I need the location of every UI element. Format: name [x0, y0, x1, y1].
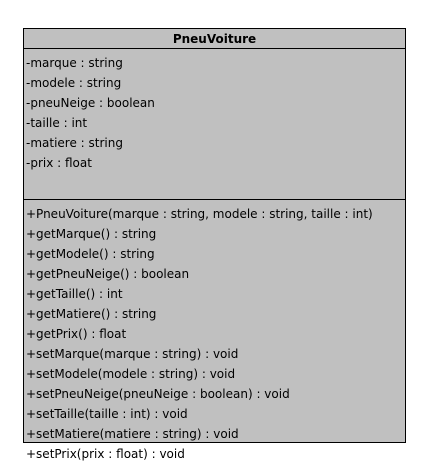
operation-setprix: +setPrix(prix : float) : void	[26, 447, 185, 461]
operation-getmodele: +getModele() : string	[26, 247, 155, 261]
attribute-modele: -modele : string	[26, 76, 122, 90]
operation-settaille: +setTaille(taille : int) : void	[26, 407, 188, 421]
operation-getmatiere: +getMatiere() : string	[26, 307, 157, 321]
class-name: PneuVoiture	[24, 29, 405, 49]
operation-getmarque: +getMarque() : string	[26, 227, 157, 241]
operation-getpneuneige: +getPneuNeige() : boolean	[26, 267, 190, 281]
operation-gettaille: +getTaille() : int	[26, 287, 123, 301]
attribute-prix: -prix : float	[26, 156, 92, 170]
operation-setmatiere: +setMatiere(matiere : string) : void	[26, 427, 239, 441]
operation-setpneuneige: +setPneuNeige(pneuNeige : boolean) : voi…	[26, 387, 290, 401]
operations-compartment: +PneuVoiture(marque : string, modele : s…	[24, 200, 405, 464]
operation-setmodele: +setModele(modele : string) : void	[26, 367, 236, 381]
attribute-matiere: -matiere : string	[26, 136, 123, 150]
uml-class-box: PneuVoiture -marque : string -modele : s…	[23, 28, 406, 461]
operation-getprix: +getPrix() : float	[26, 327, 127, 341]
attributes-compartment: -marque : string -modele : string -pneuN…	[24, 49, 405, 200]
attribute-pneuneige: -pneuNeige : boolean	[26, 96, 155, 110]
attribute-taille: -taille : int	[26, 116, 88, 130]
operation-constructor: +PneuVoiture(marque : string, modele : s…	[26, 207, 373, 221]
operation-setmarque: +setMarque(marque : string) : void	[26, 347, 239, 361]
attribute-marque: -marque : string	[26, 56, 123, 70]
